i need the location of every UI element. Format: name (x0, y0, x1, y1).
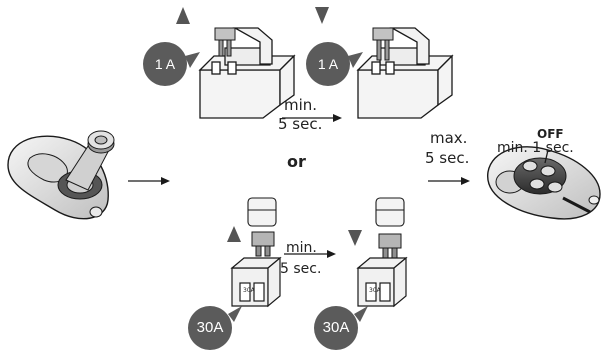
badge-pointer (185, 52, 200, 68)
bottom-wait-label-line2: 5 sec. (280, 261, 322, 277)
fuse-30a-left (251, 231, 275, 257)
remote-control (487, 146, 601, 220)
badge-pointer (354, 306, 368, 322)
arrow-head-icon (161, 177, 170, 185)
fuse-1a-label: 1 A (317, 56, 339, 72)
bottom-wait-label-line1: min. (286, 240, 317, 256)
up-arrow-icon (227, 226, 241, 242)
down-arrow-icon (348, 230, 362, 246)
badge-pointer (348, 52, 363, 68)
fuse-1a-right (372, 27, 394, 61)
fuse-30a-badge (314, 306, 358, 350)
arrow-head-icon (461, 177, 470, 185)
fuse-1a-left (214, 27, 236, 57)
fuse-1a-badge (306, 42, 350, 86)
fuse-30a-cap-left (247, 197, 277, 227)
remote-with-cap (7, 130, 115, 220)
arrow-head-icon (327, 250, 336, 258)
or-label: or (287, 152, 306, 171)
arrow-head-icon (333, 114, 342, 122)
fuse-1a-badge (143, 42, 187, 86)
fuse-box-left (198, 27, 296, 119)
fuse-holder-right (356, 256, 408, 308)
top-wait-label-line1: min. (284, 96, 318, 114)
off-label: OFF (537, 127, 564, 141)
fuse-30a-label: 30A (196, 319, 224, 336)
fuse-holder-left (230, 256, 282, 308)
fuse-holder-small-text: 30A (243, 287, 255, 294)
badge-pointer (228, 306, 242, 322)
fuse-30a-badge (188, 306, 232, 350)
fuse-1a-label: 1 A (154, 56, 176, 72)
top-wait-label-line2: 5 sec. (278, 115, 323, 133)
fuse-box-right (356, 27, 454, 119)
max-wait-label-line1: max. (430, 129, 468, 147)
fuse-30a-label: 30A (322, 319, 350, 336)
down-arrow-icon (315, 7, 329, 24)
press-indicator (544, 149, 549, 164)
up-arrow-icon (176, 7, 190, 24)
fuse-holder-small-text: 30A (369, 287, 381, 294)
fuse-30a-right (378, 233, 402, 261)
fuse-30a-cap-right (375, 197, 405, 227)
max-wait-label-line2: 5 sec. (425, 149, 470, 167)
off-hold-label: min. 1 sec. (497, 140, 574, 156)
